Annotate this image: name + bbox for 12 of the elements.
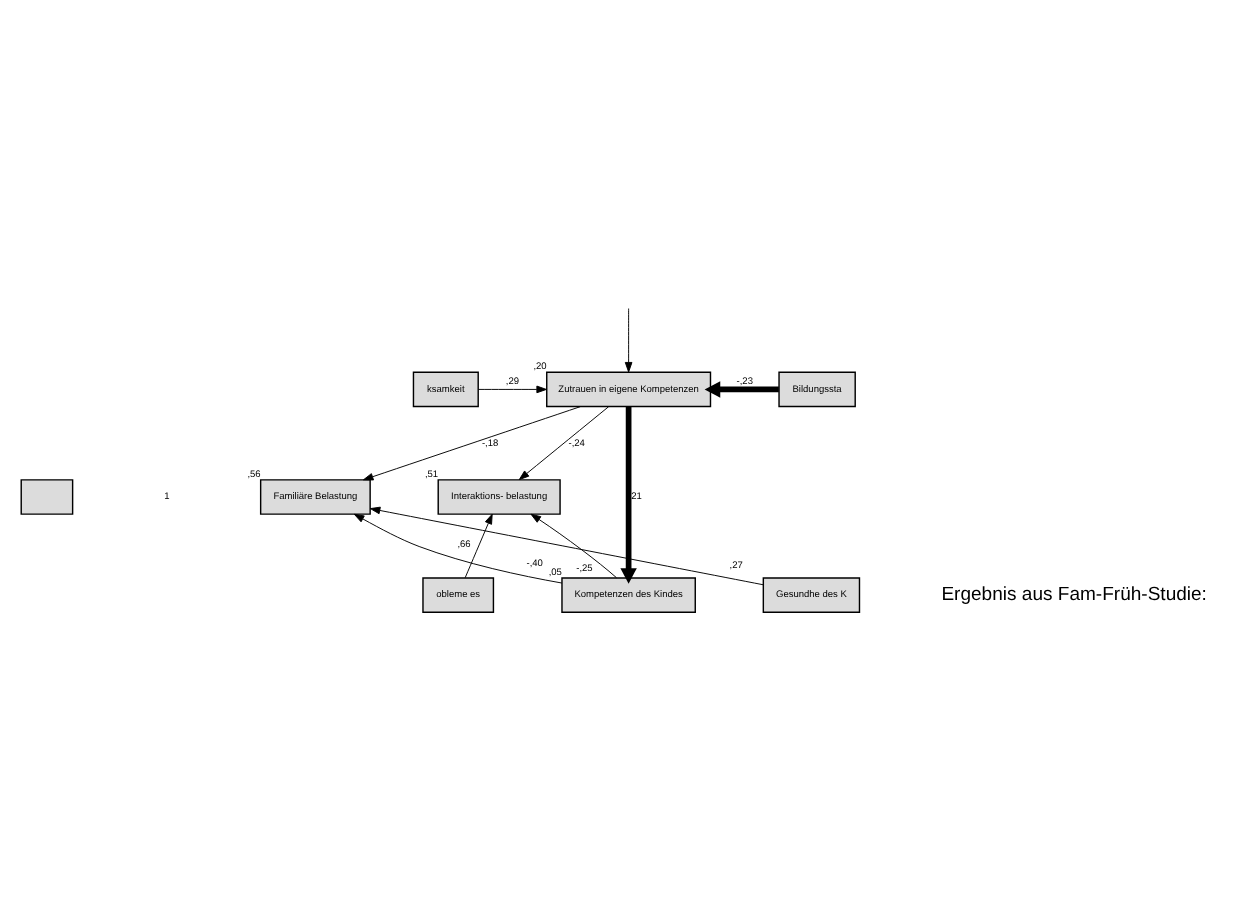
arrow — [369, 505, 764, 585]
arrow — [478, 384, 547, 393]
arrow — [362, 405, 581, 480]
arrow — [620, 405, 637, 583]
label: Ergebnis aus Fam-Früh-Studie: — [941, 582, 1207, 605]
arrow — [704, 380, 779, 397]
arrow — [624, 307, 633, 372]
arrow — [518, 405, 610, 480]
arrow — [353, 512, 563, 583]
arrow — [464, 512, 493, 578]
node-box — [20, 478, 74, 514]
arrow — [530, 512, 617, 578]
